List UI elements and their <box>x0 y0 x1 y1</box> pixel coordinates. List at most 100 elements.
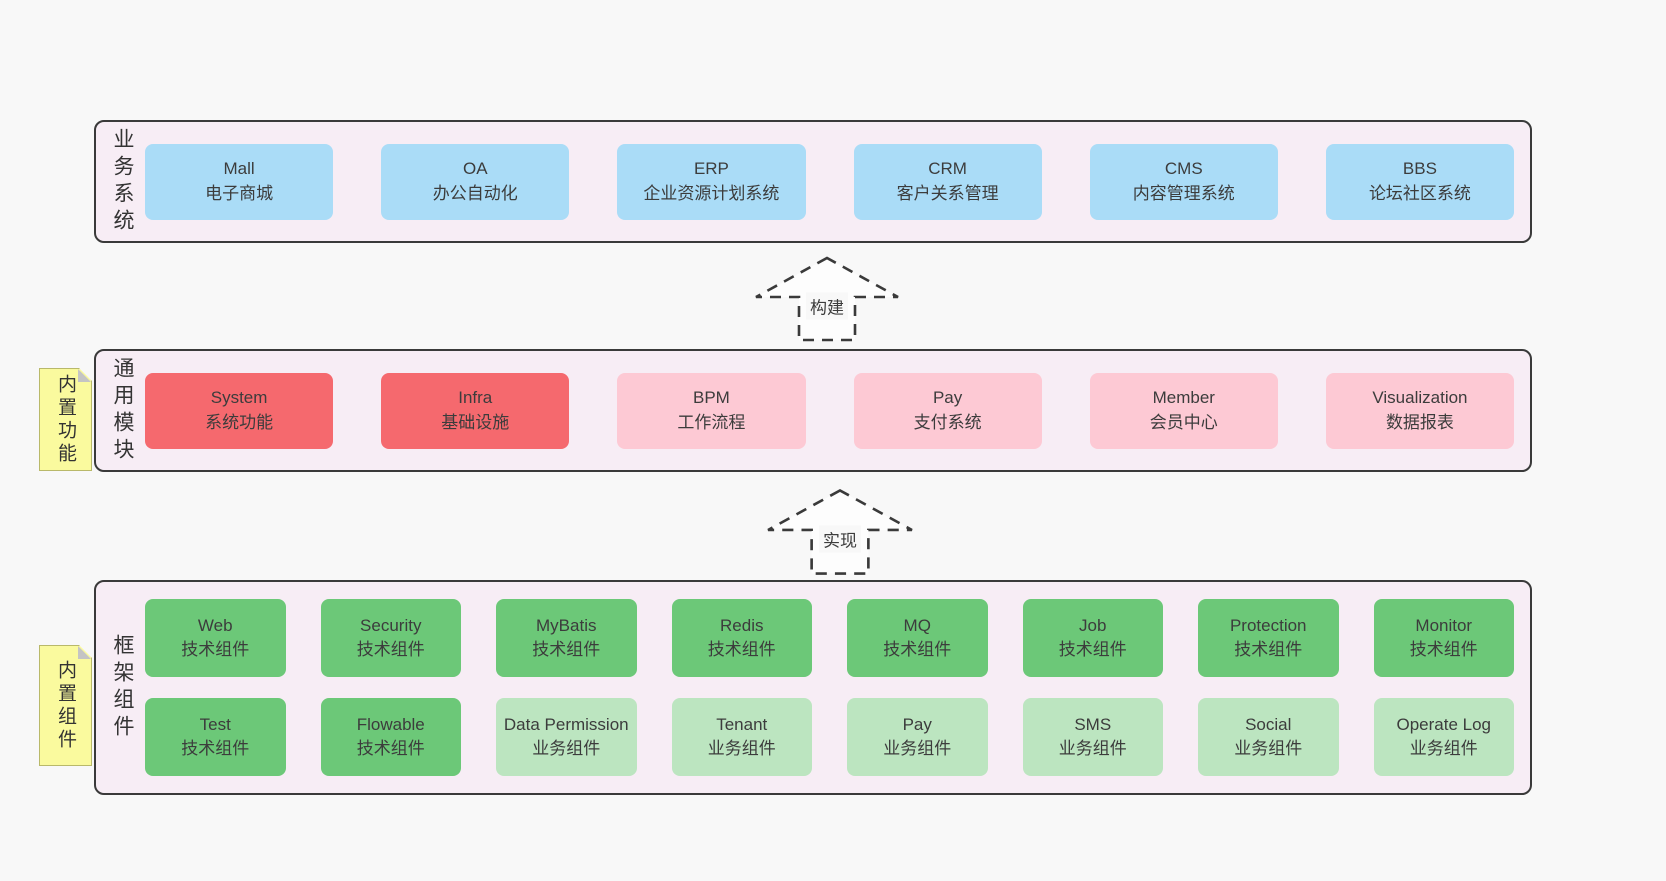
box-subtitle: 技术组件 <box>1409 640 1478 659</box>
box-system: System 系统功能 <box>145 372 334 449</box>
box-subtitle: 业务组件 <box>883 739 952 758</box>
box-subtitle: 数据报表 <box>1385 412 1454 432</box>
band-common-modules: 通用模块 System 系统功能 Infra 基础设施 BPM 工作流程 Pay 支付系统 Me… <box>94 349 1532 472</box>
box-subtitle: 技术组件 <box>356 739 425 758</box>
box-subtitle: 业务组件 <box>707 739 776 758</box>
box-subtitle: 业务组件 <box>1058 739 1127 758</box>
box-subtitle: 内容管理系统 <box>1132 183 1235 203</box>
box-subtitle: 技术组件 <box>181 640 250 659</box>
box-subtitle: 基础设施 <box>441 412 510 432</box>
box-oa: OA 办公自动化 <box>381 143 570 220</box>
box-subtitle: 技术组件 <box>883 640 952 659</box>
box-title: Test <box>199 714 231 734</box>
box-title: ERP <box>693 159 729 179</box>
band-label-business-systems: 业务系统 <box>111 127 134 236</box>
box-subtitle: 技术组件 <box>1058 640 1127 659</box>
box-member: Member 会员中心 <box>1089 372 1278 449</box>
box-operate-log: Operate Log 业务组件 <box>1373 698 1514 776</box>
box-title: Data Permission <box>503 714 629 734</box>
box-title: Mall <box>223 159 255 179</box>
box-subtitle: 会员中心 <box>1149 412 1218 432</box>
box-subtitle: 技术组件 <box>181 739 250 758</box>
box-subtitle: 技术组件 <box>1234 640 1303 659</box>
box-subtitle: 业务组件 <box>532 739 601 758</box>
band-business-rows: Mall 电子商城 OA 办公自动化 ERP 企业资源计划系统 CRM 客户关系管理 CMS 内容… <box>145 143 1515 220</box>
box-title: Operate Log <box>1396 714 1491 734</box>
box-web: Web 技术组件 <box>145 599 286 677</box>
box-title: Flowable <box>356 714 425 734</box>
box-subtitle: 技术组件 <box>356 640 425 659</box>
box-subtitle: 技术组件 <box>707 640 776 659</box>
box-subtitle: 企业资源计划系统 <box>643 183 780 203</box>
box-mq: MQ 技术组件 <box>847 599 988 677</box>
box-subtitle: 客户关系管理 <box>896 183 999 203</box>
box-erp: ERP 企业资源计划系统 <box>617 143 806 220</box>
box-title: Web <box>197 615 233 635</box>
box-title: System <box>210 388 268 408</box>
box-title: BPM <box>693 388 730 408</box>
band-business-systems: 业务系统 Mall 电子商城 OA 办公自动化 ERP 企业资源计划系统 CRM 客户关系管理… <box>94 120 1532 243</box>
box-pay: Pay 业务组件 <box>847 698 988 776</box>
box-tenant: Tenant 业务组件 <box>671 698 812 776</box>
box-subtitle: 支付系统 <box>913 412 982 432</box>
box-title: Member <box>1152 388 1215 408</box>
box-title: CRM <box>928 159 967 179</box>
box-title: SMS <box>1074 714 1112 734</box>
arrow-implement-label: 实现 <box>819 525 861 553</box>
note-builtin-features-text: 内置功能 <box>55 373 76 466</box>
arrow-build: 构建 <box>752 255 902 343</box>
box-title: Pay <box>902 714 932 734</box>
box-title: Pay <box>932 388 963 408</box>
band-label-framework-components: 框架组件 <box>111 633 134 742</box>
box-title: CMS <box>1164 159 1203 179</box>
box-visualization: Visualization 数据报表 <box>1325 372 1515 449</box>
box-title: Visualization <box>1372 388 1468 408</box>
box-subtitle: 技术组件 <box>532 640 601 659</box>
box-subtitle: 办公自动化 <box>432 183 518 203</box>
box-title: OA <box>462 159 488 179</box>
box-pay: Pay 支付系统 <box>853 372 1042 449</box>
box-redis: Redis 技术组件 <box>671 599 812 677</box>
box-mybatis: MyBatis 技术组件 <box>496 599 637 677</box>
box-subtitle: 论坛社区系统 <box>1368 183 1471 203</box>
box-subtitle: 业务组件 <box>1409 739 1478 758</box>
box-title: MyBatis <box>536 615 597 635</box>
box-subtitle: 电子商城 <box>205 183 274 203</box>
box-protection: Protection 技术组件 <box>1198 599 1339 677</box>
box-job: Job 技术组件 <box>1022 599 1163 677</box>
arrow-build-label: 构建 <box>806 292 848 320</box>
box-sms: SMS 业务组件 <box>1022 698 1163 776</box>
note-builtin-components-text: 内置组件 <box>55 659 76 752</box>
box-subtitle: 系统功能 <box>205 412 274 432</box>
box-bpm: BPM 工作流程 <box>617 372 806 449</box>
module-row: System 系统功能 Infra 基础设施 BPM 工作流程 Pay 支付系统 Member 会… <box>145 372 1515 449</box>
box-test: Test 技术组件 <box>145 698 286 776</box>
arrow-implement: 实现 <box>764 487 916 577</box>
box-title: Redis <box>720 615 764 635</box>
box-cms: CMS 内容管理系统 <box>1089 143 1278 220</box>
box-title: Infra <box>458 388 493 408</box>
box-data-permission: Data Permission 业务组件 <box>496 698 637 776</box>
box-title: Job <box>1079 615 1107 635</box>
box-title: Tenant <box>716 714 768 734</box>
band-label-common-modules: 通用模块 <box>111 356 134 465</box>
box-title: Social <box>1245 714 1292 734</box>
box-title: BBS <box>1402 159 1437 179</box>
box-subtitle: 工作流程 <box>677 412 746 432</box>
box-mall: Mall 电子商城 <box>145 143 334 220</box>
box-crm: CRM 客户关系管理 <box>853 143 1042 220</box>
band-modules-rows: System 系统功能 Infra 基础设施 BPM 工作流程 Pay 支付系统 Member 会… <box>145 372 1515 449</box>
note-builtin-components: 内置组件 <box>39 645 92 766</box>
box-title: MQ <box>903 615 931 635</box>
box-flowable: Flowable 技术组件 <box>320 698 461 776</box>
box-title: Protection <box>1229 615 1307 635</box>
note-builtin-features: 内置功能 <box>39 368 92 471</box>
